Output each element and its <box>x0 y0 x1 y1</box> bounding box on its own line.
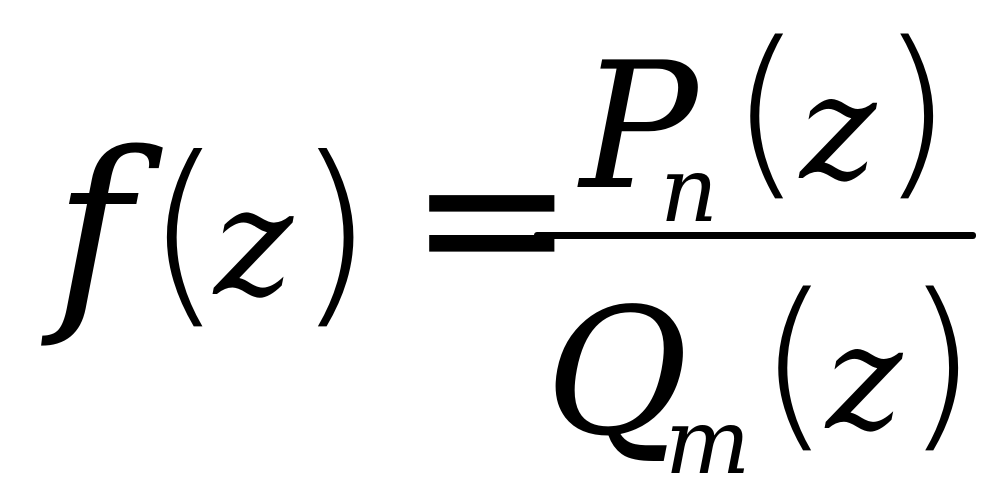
denominator-variable-z: z <box>826 294 903 463</box>
numerator-close-paren: ) <box>880 2 953 218</box>
fraction-bar <box>534 232 976 239</box>
equals-sign: = <box>408 101 576 334</box>
numerator-variable-z: z <box>800 44 877 213</box>
numerator-subscript-n: n <box>660 138 718 243</box>
denominator-open-paren: ( <box>758 254 831 470</box>
lhs-close-paren: ) <box>296 115 375 348</box>
numerator-symbol-p: P <box>580 26 698 229</box>
lhs-variable-z: z <box>214 156 294 330</box>
numerator-open-paren: ( <box>730 2 803 218</box>
denominator-symbol-q: Q <box>545 272 689 475</box>
function-symbol-f: f <box>54 107 132 352</box>
denominator-close-paren: ) <box>905 254 978 470</box>
denominator-subscript-m: m <box>665 390 751 495</box>
lhs-open-paren: ( <box>145 115 224 348</box>
